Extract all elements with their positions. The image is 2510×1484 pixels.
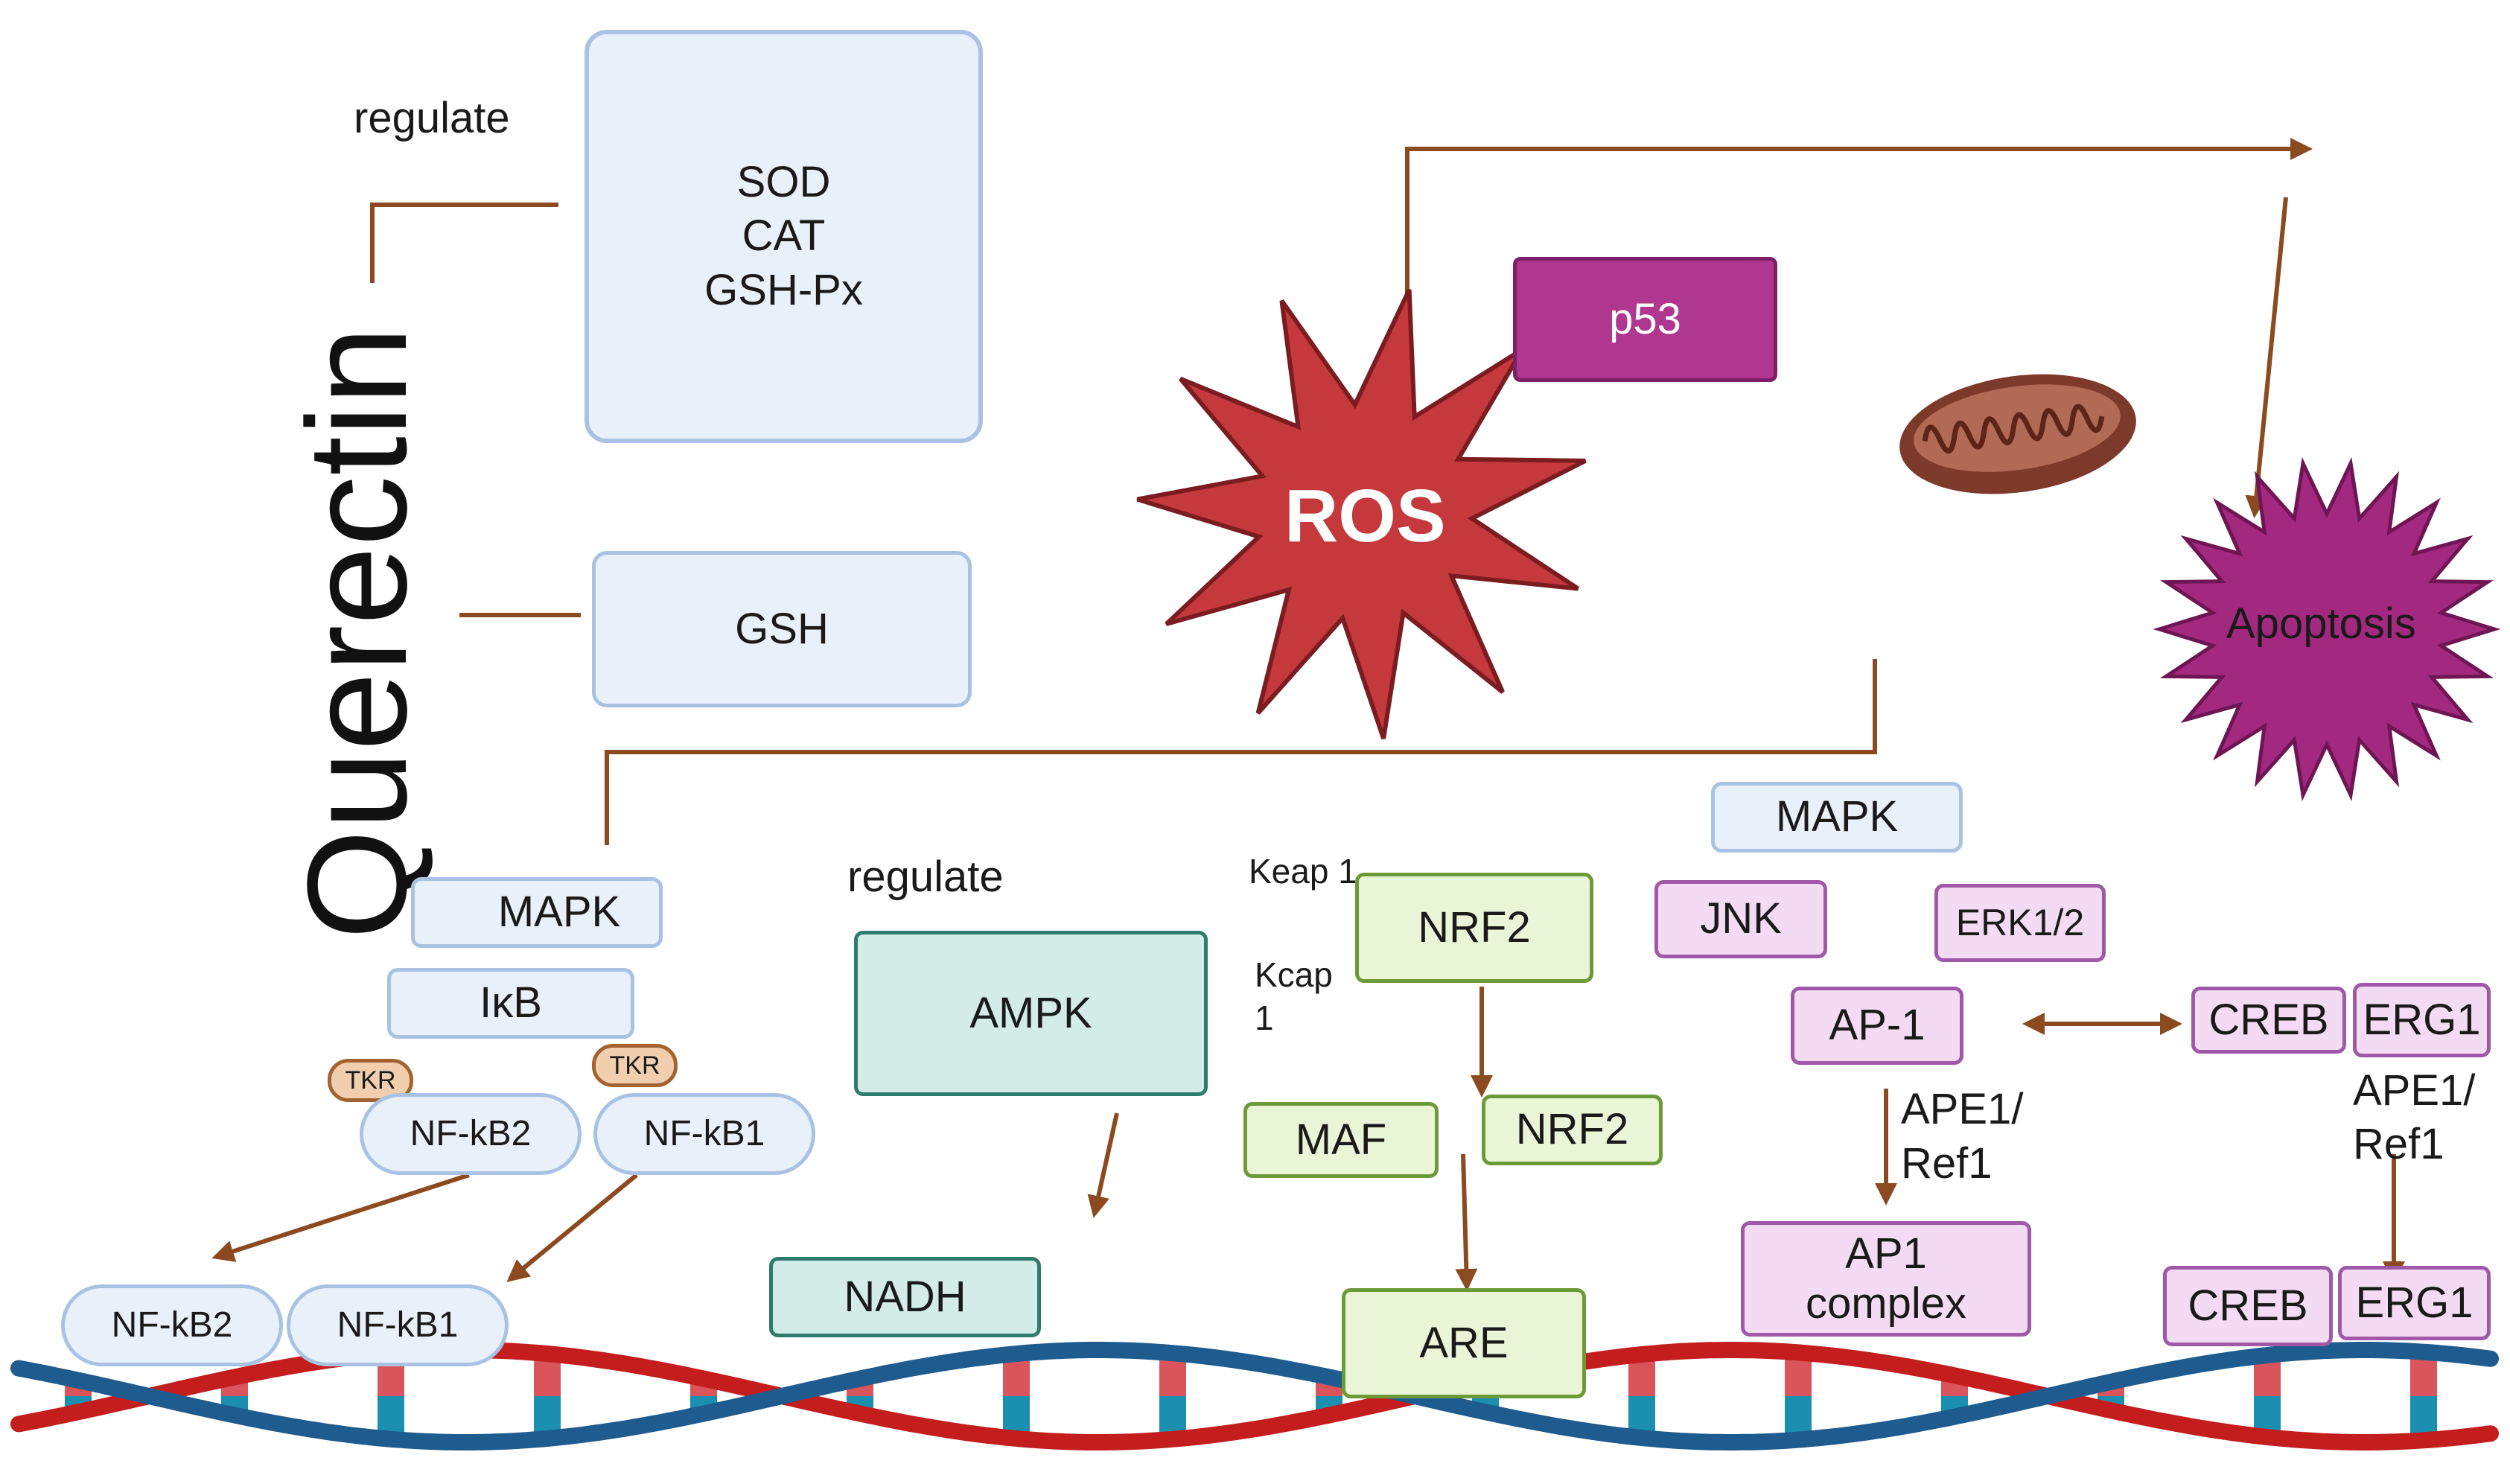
mitochondrion-icon xyxy=(1899,374,2136,494)
ap1-complex-box: AP1 complex xyxy=(1741,1221,2031,1337)
erg1-box-lower: ERG1 xyxy=(2338,1266,2491,1340)
ap1-box: AP-1 xyxy=(1791,987,1963,1065)
ap1-complex-line2: complex xyxy=(1806,1278,1966,1328)
page-title: Querectin xyxy=(278,326,436,940)
erg1-box-upper: ERG1 xyxy=(2353,983,2491,1057)
arrow-nfkb2-dna xyxy=(211,1173,470,1262)
regulate-label-top: regulate xyxy=(354,94,510,142)
ap1-complex-line1: AP1 xyxy=(1845,1229,1927,1278)
nfkb1-upper: NF-kB1 xyxy=(593,1093,815,1175)
mapk-box-left: MAPK xyxy=(411,877,663,948)
enzyme-cat: CAT xyxy=(742,211,826,261)
nrf2-box-upper: NRF2 xyxy=(1355,873,1593,983)
p53-box: p53 xyxy=(1513,257,1777,382)
ampk-box: AMPK xyxy=(854,931,1208,1096)
antioxidant-enzymes-box: SOD CAT GSH-Px xyxy=(585,30,983,443)
arrow-nrf2-are xyxy=(1455,1153,1478,1291)
creb-box-upper: CREB xyxy=(2191,987,2346,1054)
apoptosis-label: Apoptosis xyxy=(2226,599,2416,648)
are-box: ARE xyxy=(1342,1288,1586,1398)
nfkb1-lower: NF-kB1 xyxy=(287,1284,509,1366)
connector-ros-top xyxy=(1405,138,2313,309)
arrow-ampk-nadh xyxy=(1087,1112,1119,1218)
gsh-box: GSH xyxy=(592,551,972,707)
ape1-label-ap1-1: APE1/ xyxy=(1901,1085,2024,1133)
kcap1-label-1: Kcap xyxy=(1255,955,1333,994)
maf-box: MAF xyxy=(1243,1102,1439,1178)
keap1-label: Keap 1 xyxy=(1249,852,1357,891)
jnk-box: JNK xyxy=(1654,880,1827,958)
nfkb2-upper: NF-kB2 xyxy=(360,1093,582,1175)
connector-quercetin-sod xyxy=(370,203,558,283)
arrow-to-apoptosis xyxy=(2245,197,2288,518)
ape1-label-ap1-2: Ref1 xyxy=(1901,1139,1993,1188)
mapk-box-right: MAPK xyxy=(1711,782,1963,853)
arrow-nfkb1-dna xyxy=(506,1173,638,1282)
ape1-label-erg1-1: APE1/ xyxy=(2353,1066,2476,1115)
erk-box: ERK1/2 xyxy=(1934,884,2106,962)
nfkb2-lower: NF-kB2 xyxy=(61,1284,283,1366)
nadh-box: NADH xyxy=(769,1257,1041,1337)
ros-burst-icon xyxy=(1136,288,1587,739)
apoptosis-burst-icon xyxy=(2153,456,2501,802)
tkr-badge-right: TKR xyxy=(592,1044,678,1087)
ape1-label-erg1-2: Ref1 xyxy=(2353,1120,2444,1168)
kcap1-label-2: 1 xyxy=(1255,999,1274,1037)
ikb-box: IκB xyxy=(387,968,634,1039)
regulate-label-mid: regulate xyxy=(847,853,1004,901)
nrf2-box-lower: NRF2 xyxy=(1482,1095,1663,1165)
enzyme-gshpx: GSH-Px xyxy=(704,265,863,314)
ros-label: ROS xyxy=(1284,474,1446,558)
creb-box-lower: CREB xyxy=(2163,1266,2333,1346)
connector-mito-nfkb xyxy=(605,659,1877,845)
enzyme-sod: SOD xyxy=(736,157,831,206)
